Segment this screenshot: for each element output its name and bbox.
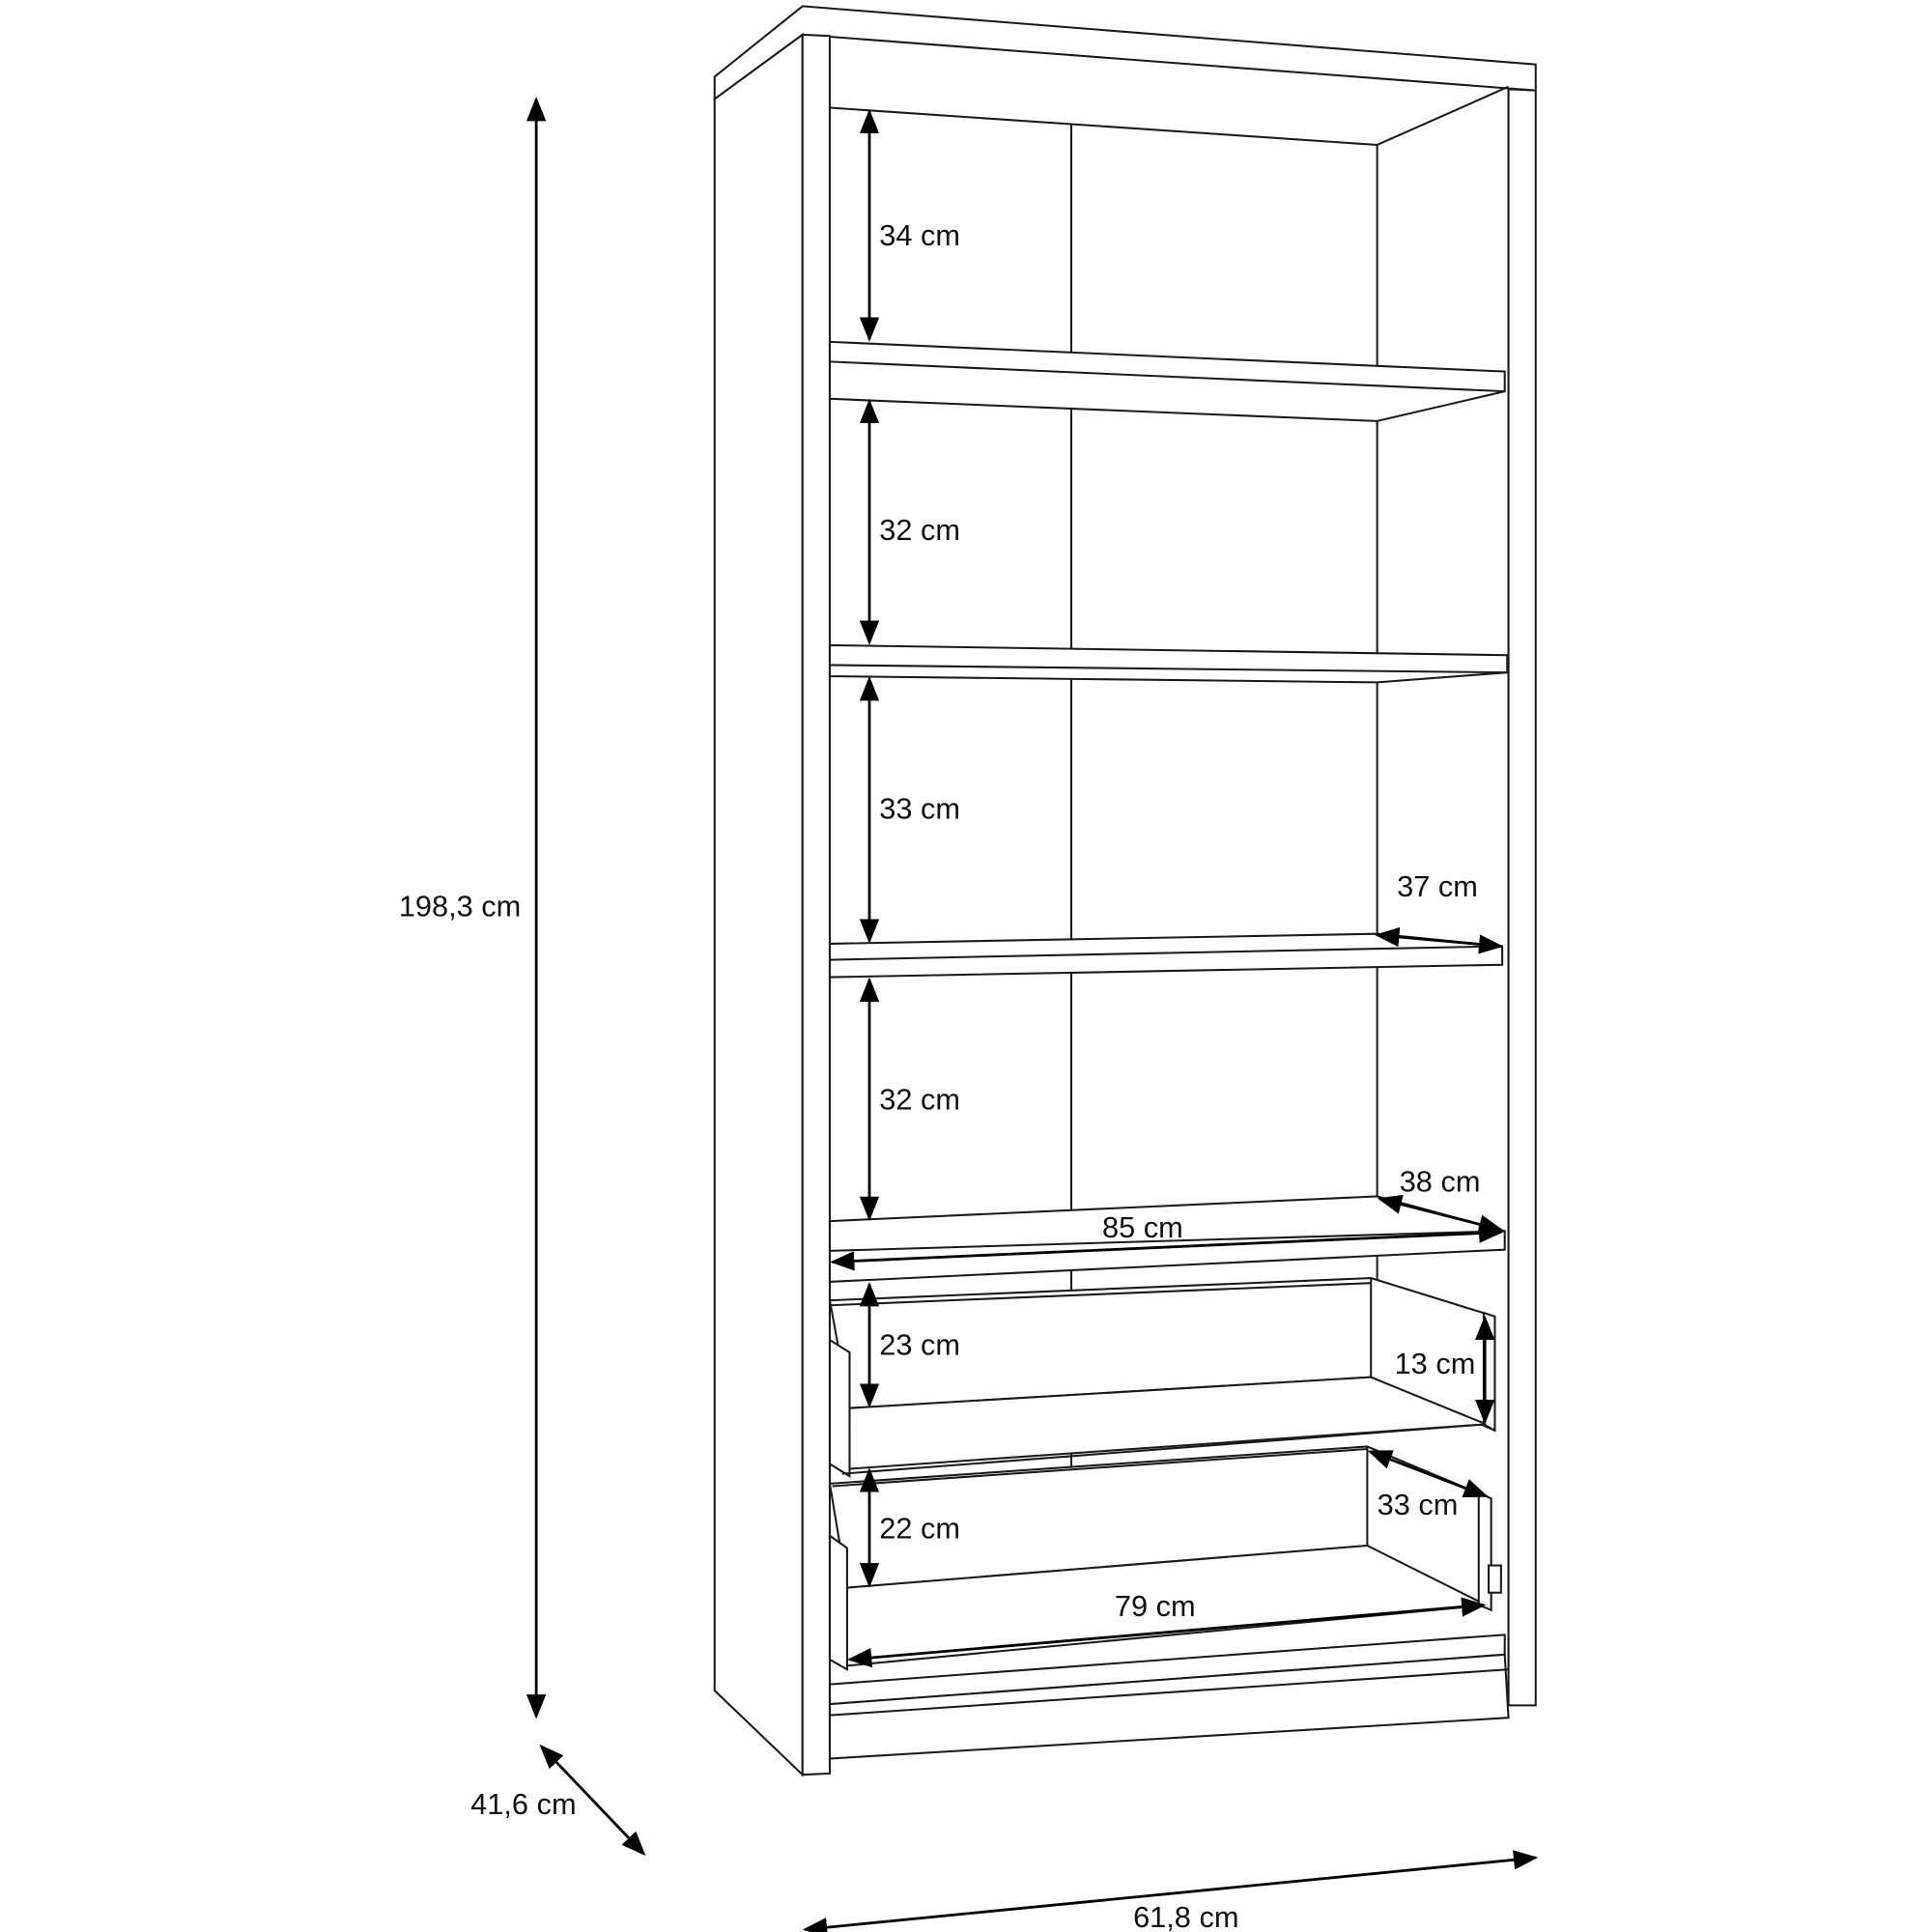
right-side-front-edge [1507, 88, 1537, 1707]
shelf-depth-lower-label: 38 cm [1400, 1164, 1481, 1198]
shelf-width-label: 85 cm [1102, 1210, 1183, 1244]
shelf-width-arrow [830, 1223, 1504, 1271]
shelf-depth-upper-arrow [1375, 926, 1504, 954]
drawer-2-opening-label: 22 cm [879, 1511, 960, 1545]
drawer-2-width-arrow [846, 1597, 1487, 1668]
compartment-3-label: 33 cm [879, 791, 960, 825]
depth-total-arrow [539, 1744, 646, 1857]
shelf-1 [828, 340, 1506, 422]
top-panel [713, 5, 1537, 101]
compartment-1-label: 34 cm [879, 218, 960, 252]
plinth-edge [829, 1668, 1509, 1717]
left-side-front-edge [801, 33, 831, 1776]
depth-total-label: 41,6 cm [470, 1787, 576, 1821]
dimension-lines [526, 97, 1539, 1932]
dimension-labels: 198,3 cm 41,6 cm 61,8 cm 34 cm 32 cm 33 … [399, 218, 1481, 1932]
drawer-2-depth-label: 33 cm [1378, 1488, 1459, 1521]
width-total-label: 61,8 cm [1133, 1900, 1238, 1932]
shelf-1-edge [829, 360, 1505, 393]
shelf-2-edge [829, 664, 1508, 674]
height-total-label: 198,3 cm [399, 890, 521, 923]
width-total-arrow [802, 1850, 1539, 1932]
drawer-2-width-label: 79 cm [1115, 1589, 1196, 1623]
drawer-2-depth-arrow [1367, 1450, 1489, 1498]
compartment-2-label: 32 cm [879, 513, 960, 547]
compartment-4-label: 32 cm [879, 1083, 960, 1117]
drawer-1-opening-label: 23 cm [879, 1328, 960, 1362]
back-panel-top [829, 85, 1509, 147]
drawer-1-side-label: 13 cm [1395, 1347, 1476, 1380]
shelf-depth-upper-label: 37 cm [1397, 869, 1478, 903]
shelf-2 [828, 643, 1509, 684]
shelf-3 [828, 932, 1504, 979]
left-side-outer [713, 32, 804, 1777]
drawer-2 [828, 1445, 1502, 1671]
